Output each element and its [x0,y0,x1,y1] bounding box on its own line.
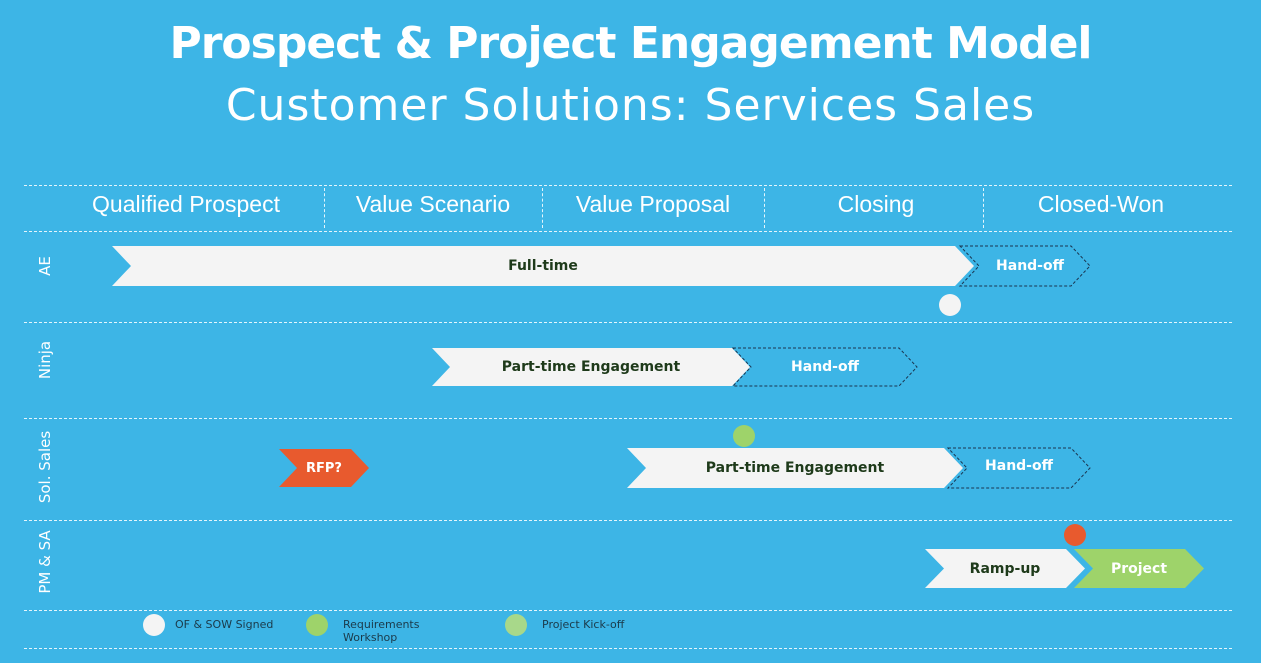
sol-sales-parttime-label: Part-time Engagement [705,460,885,476]
ae-handoff-bar: Hand-off [958,245,1091,287]
pm-project-bar: Project [1074,549,1204,588]
legend-label-requirements: Requirements Workshop [343,618,420,644]
milestone-requirements-workshop [733,425,755,447]
pm-rampup-label: Ramp-up [969,560,1041,577]
separator-sol-sales [24,520,1232,521]
phase-qualified-prospect: Qualified Prospect [92,191,280,217]
phase-divider-3 [764,188,765,228]
phase-divider-2 [542,188,543,228]
phase-divider-4 [983,188,984,228]
legend-label-kickoff: Project Kick-off [542,618,625,631]
ae-fulltime-label: Full-time [508,258,578,274]
separator-header [24,231,1232,232]
ae-handoff-label: Hand-off [996,258,1064,274]
pm-project-label: Project [1110,560,1168,577]
separator-ninja [24,418,1232,419]
legend-dot-kickoff [505,614,527,636]
sol-sales-handoff-bar: Hand-off [946,447,1091,489]
phase-closing: Closing [837,191,915,217]
sol-sales-handoff-label: Hand-off [985,458,1053,474]
separator-bottom [24,648,1232,649]
milestone-of-sow-signed [939,294,961,316]
sol-sales-rfp-label: RFP? [306,460,342,476]
row-label-sol-sales: Sol. Sales [36,430,54,504]
ninja-handoff-label: Hand-off [791,359,859,375]
phase-value-proposal: Value Proposal [575,191,731,217]
separator-ae [24,322,1232,323]
ninja-parttime-bar: Part-time Engagement [432,348,750,386]
separator-pm-sa [24,610,1232,611]
diagram-subtitle: Customer Solutions: Services Sales [225,80,1036,131]
milestone-project-kickoff [1064,524,1086,546]
legend-dot-requirements [306,614,328,636]
ae-fulltime-bar: Full-time [112,246,974,286]
sol-sales-parttime-bar: Part-time Engagement [627,448,963,488]
ninja-handoff-bar: Hand-off [731,347,918,387]
sol-sales-rfp-bar: RFP? [279,449,369,487]
phase-divider-1 [324,188,325,228]
legend-label-of-sow: OF & SOW Signed [175,618,274,631]
diagram-title: Prospect & Project Engagement Model [169,18,1092,69]
phase-value-scenario: Value Scenario [355,191,511,217]
row-label-pm-sa: PM & SA [36,530,54,594]
phase-closed-won: Closed-Won [1037,191,1165,217]
row-label-ae: AE [36,256,54,276]
row-label-ninja: Ninja [36,340,54,380]
separator-top [24,185,1232,186]
ninja-parttime-label: Part-time Engagement [501,359,681,375]
pm-rampup-bar: Ramp-up [925,549,1085,588]
legend-dot-of-sow [143,614,165,636]
